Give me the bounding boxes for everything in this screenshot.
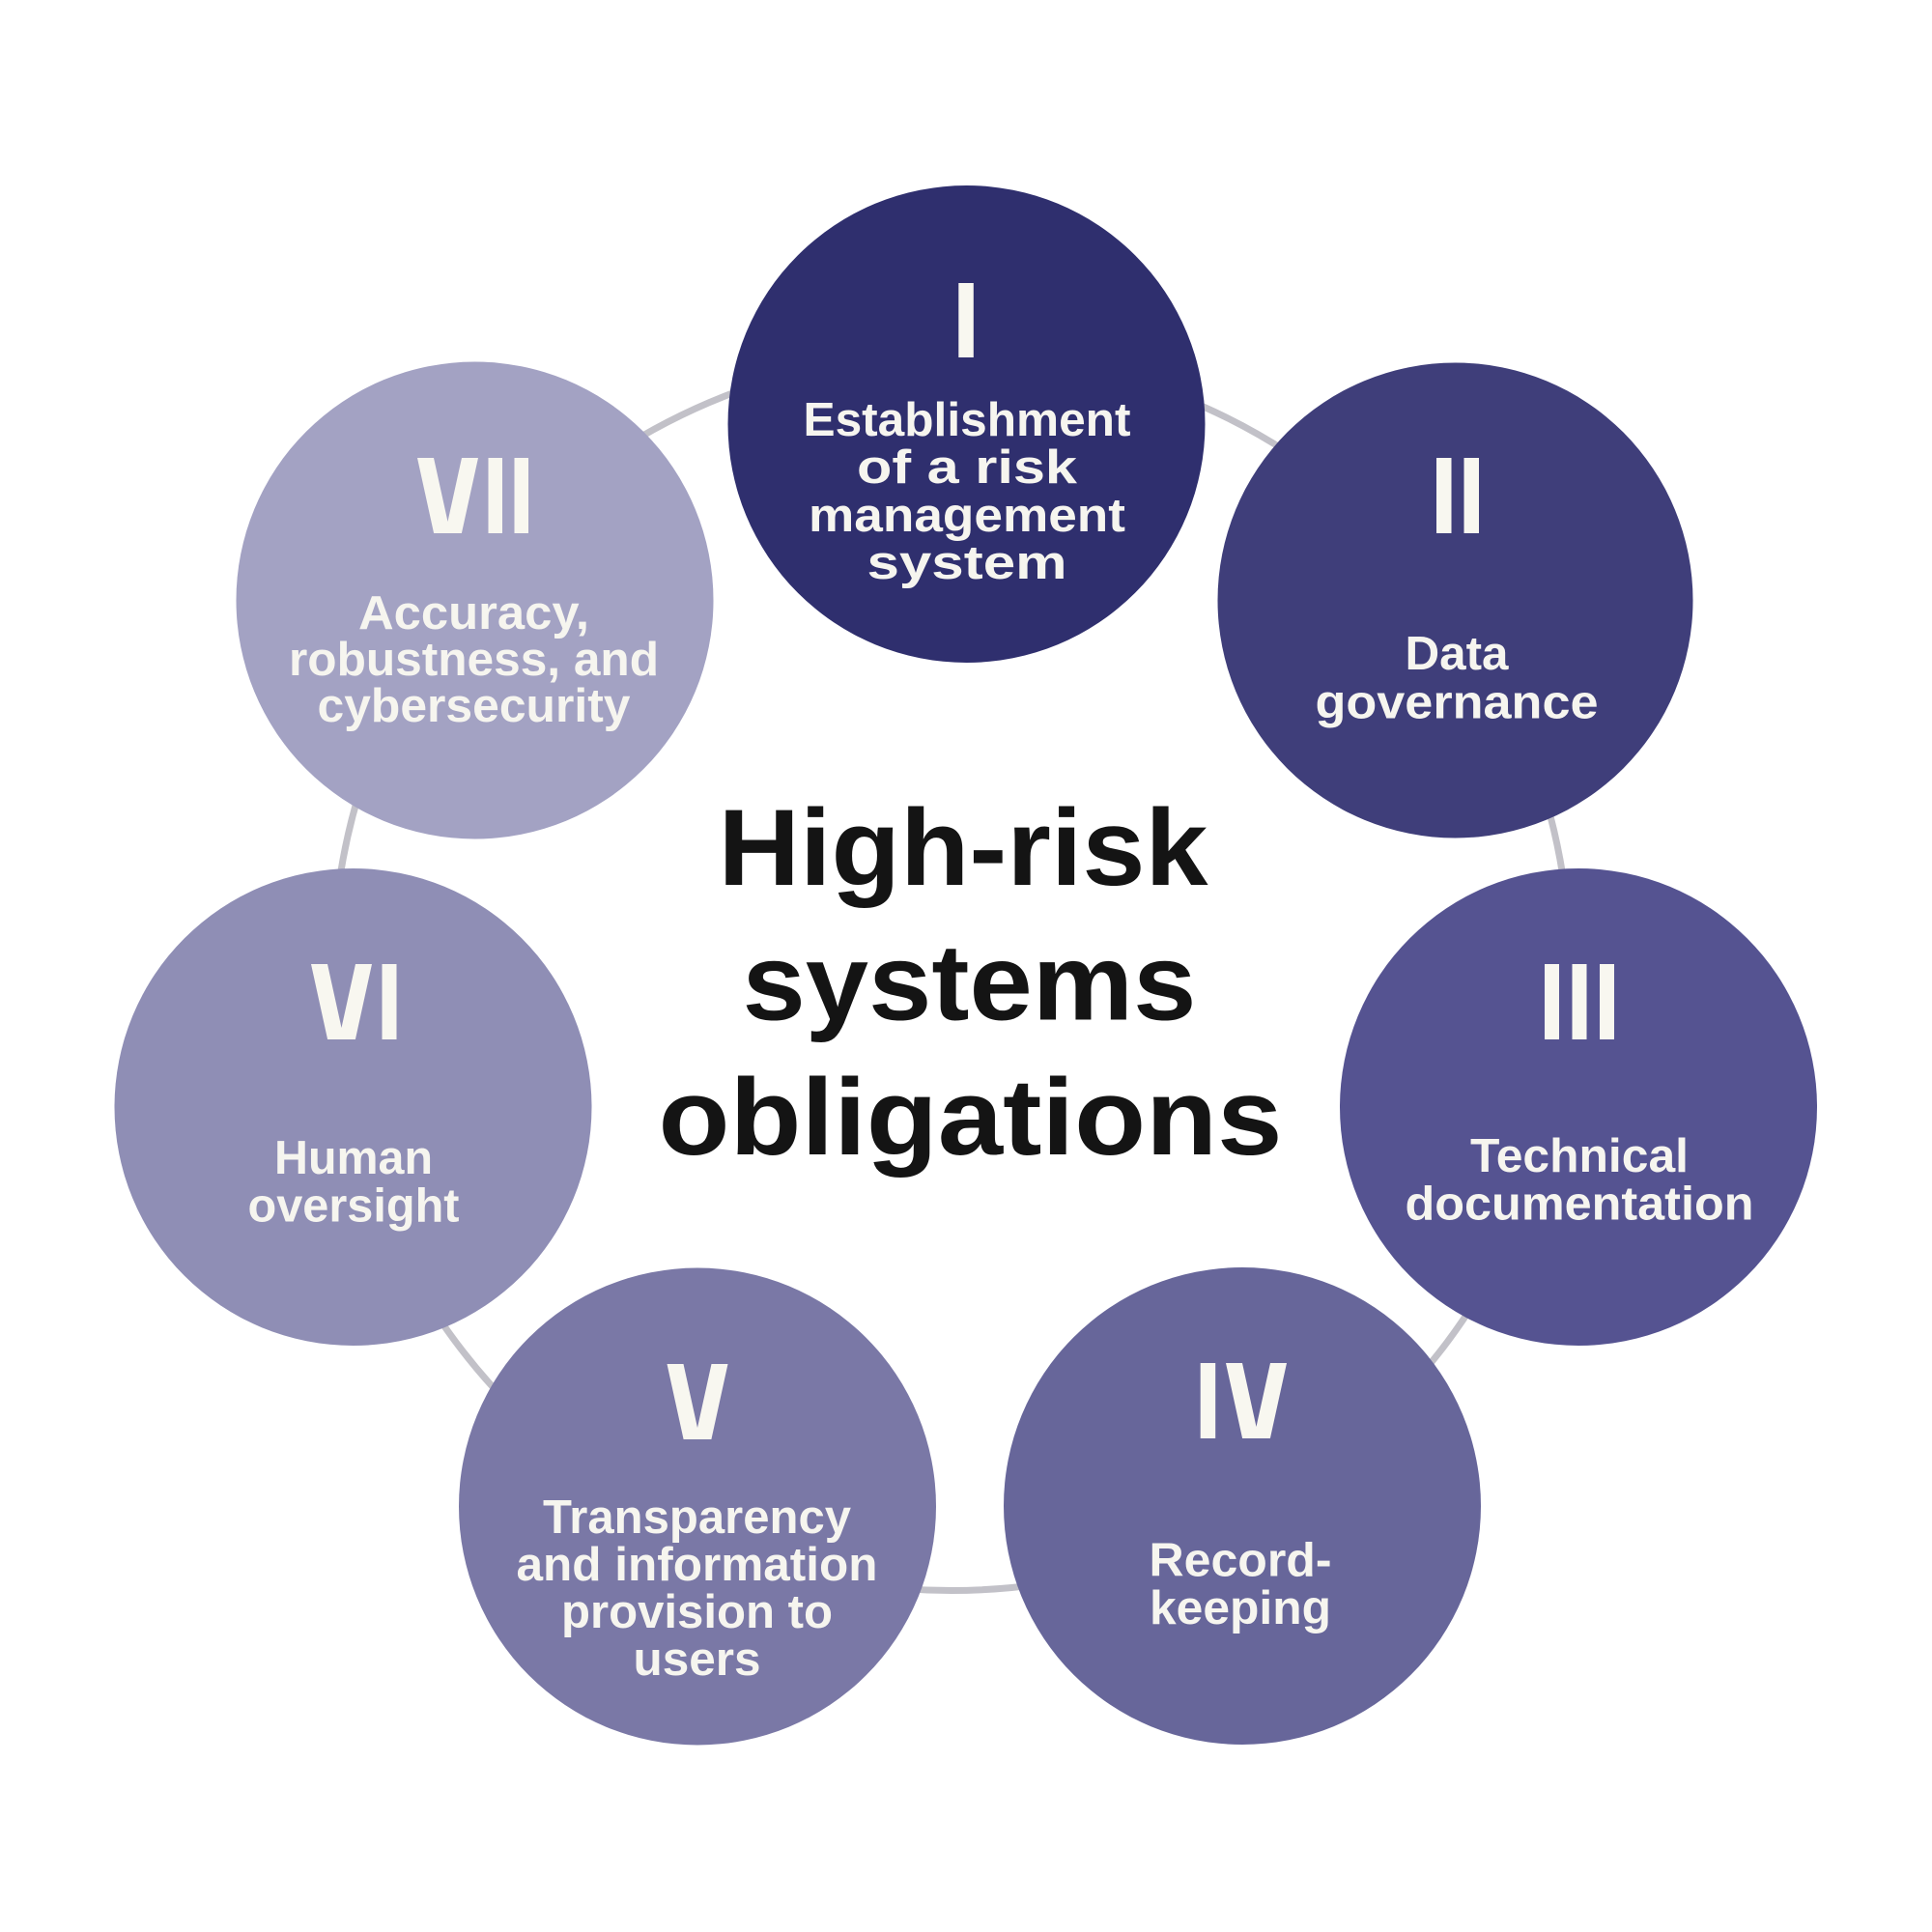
svg-text:systems: systems xyxy=(743,922,1197,1043)
svg-text:of a risk: of a risk xyxy=(857,440,1078,494)
svg-text:robustness, and: robustness, and xyxy=(289,633,659,686)
svg-text:keeping: keeping xyxy=(1150,1581,1331,1634)
svg-text:oversight: oversight xyxy=(248,1179,460,1233)
svg-text:Technical: Technical xyxy=(1470,1129,1689,1182)
svg-text:Record-: Record- xyxy=(1150,1534,1332,1587)
svg-text:users: users xyxy=(634,1633,761,1686)
svg-text:documentation: documentation xyxy=(1406,1178,1754,1231)
svg-text:system: system xyxy=(867,536,1067,589)
svg-text:Human: Human xyxy=(274,1131,433,1184)
svg-text:obligations: obligations xyxy=(659,1056,1283,1178)
svg-text:High-risk: High-risk xyxy=(719,786,1208,908)
svg-text:cybersecurity: cybersecurity xyxy=(318,679,631,732)
svg-text:and information: and information xyxy=(517,1538,878,1591)
svg-text:Accuracy,: Accuracy, xyxy=(358,586,589,639)
svg-text:provision to: provision to xyxy=(561,1585,833,1638)
svg-text:Transparency: Transparency xyxy=(543,1491,851,1544)
svg-text:Data: Data xyxy=(1406,627,1509,680)
svg-text:governance: governance xyxy=(1316,676,1599,729)
svg-text:management: management xyxy=(809,489,1125,542)
svg-text:Establishment: Establishment xyxy=(804,393,1131,446)
